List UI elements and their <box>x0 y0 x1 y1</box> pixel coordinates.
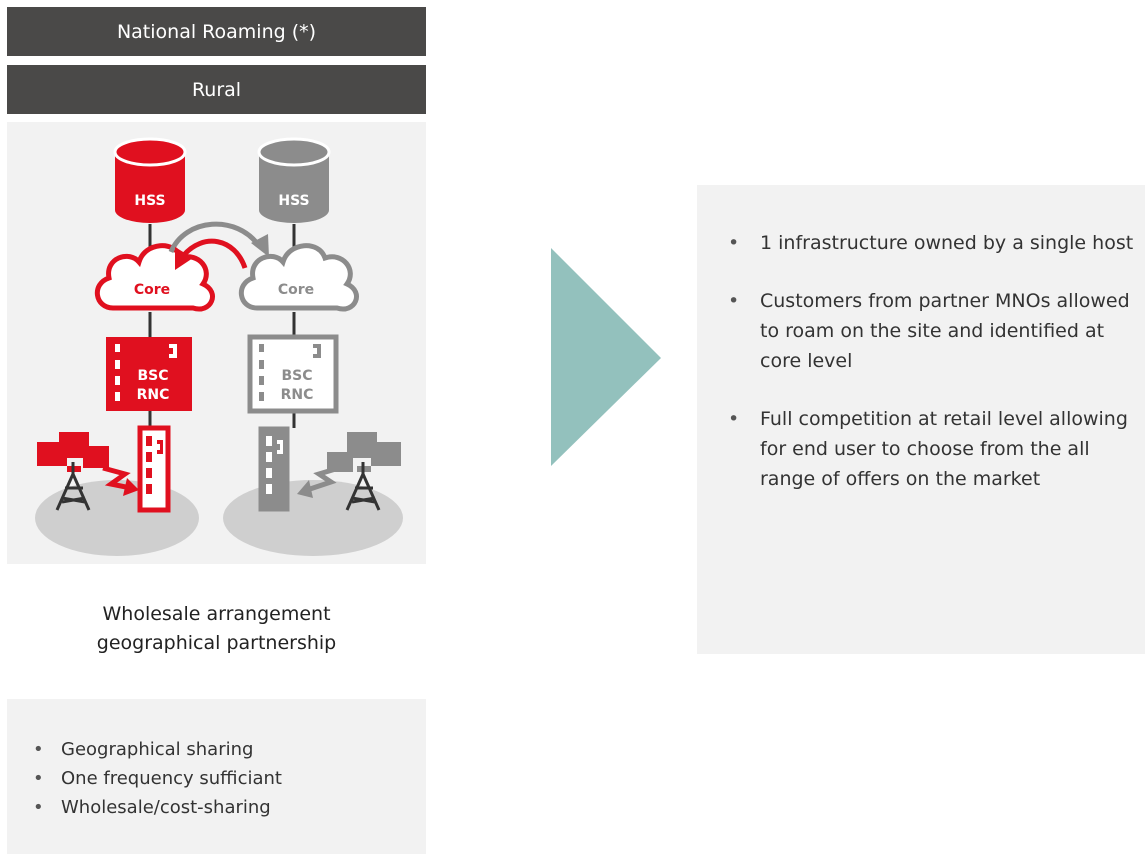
roaming-arrow-to-partner <box>168 221 262 254</box>
host-hss-cylinder: HSS <box>113 137 187 223</box>
details-list: 1 infrastructure owned by a single host … <box>728 228 1138 522</box>
summary-item: Geographical sharing <box>33 735 282 764</box>
network-diagram-panel: HSS HSS Core Core <box>7 122 426 564</box>
partner-tower-icon <box>345 462 381 511</box>
details-panel: 1 infrastructure owned by a single host … <box>697 185 1145 654</box>
title-text: National Roaming (*) <box>116 20 317 43</box>
partner-coverage-area <box>223 480 403 556</box>
title-bar: National Roaming (*) <box>7 7 426 56</box>
partner-hss-label: HSS <box>278 193 309 209</box>
partner-signal-arrow <box>297 465 340 498</box>
roaming-arrowhead-host <box>175 247 193 270</box>
host-core-cloud: Core <box>95 243 215 312</box>
partner-core-label: Core <box>278 282 314 298</box>
details-item: 1 infrastructure owned by a single host <box>728 228 1138 258</box>
diagram-caption: Wholesale arrangement geographical partn… <box>7 600 426 658</box>
host-controller-label-2: RNC <box>137 387 170 403</box>
partner-controller-label-1: BSC <box>281 368 312 384</box>
details-item: Full competition at retail level allowin… <box>728 404 1138 494</box>
partner-core-cloud: Core <box>239 243 359 312</box>
host-hss-label: HSS <box>134 193 165 209</box>
summary-item: Wholesale/cost-sharing <box>33 793 282 822</box>
subtitle-bar: Rural <box>7 65 426 114</box>
summary-item: One frequency sufficiant <box>33 764 282 793</box>
host-signal-arrow <box>102 465 139 496</box>
host-coverage-area <box>35 480 199 556</box>
host-base-station <box>137 425 171 513</box>
details-item: Customers from partner MNOs allowed to r… <box>728 286 1138 376</box>
summary-list: Geographical sharing One frequency suffi… <box>33 735 282 822</box>
network-diagram: HSS HSS Core Core <box>35 137 403 556</box>
subtitle-text: Rural <box>191 78 242 101</box>
chevron-right-icon <box>551 248 661 466</box>
roaming-arrowhead-partner <box>251 234 269 257</box>
roaming-arrow-to-host <box>181 238 248 269</box>
roaming-arrows <box>168 221 269 270</box>
host-controller-box: BSC RNC <box>106 337 192 411</box>
caption-line-1: Wholesale arrangement <box>102 603 331 625</box>
host-user-devices <box>37 432 109 472</box>
host-core-label: Core <box>134 282 170 298</box>
partner-base-station <box>258 426 290 512</box>
partner-controller-label-2: RNC <box>281 387 314 403</box>
host-controller-label-1: BSC <box>137 368 168 384</box>
summary-panel: Geographical sharing One frequency suffi… <box>7 699 426 854</box>
partner-hss-cylinder: HSS <box>257 137 331 223</box>
host-tower-icon <box>55 462 91 511</box>
partner-controller-box: BSC RNC <box>247 334 339 414</box>
caption-line-2: geographical partnership <box>96 632 337 654</box>
